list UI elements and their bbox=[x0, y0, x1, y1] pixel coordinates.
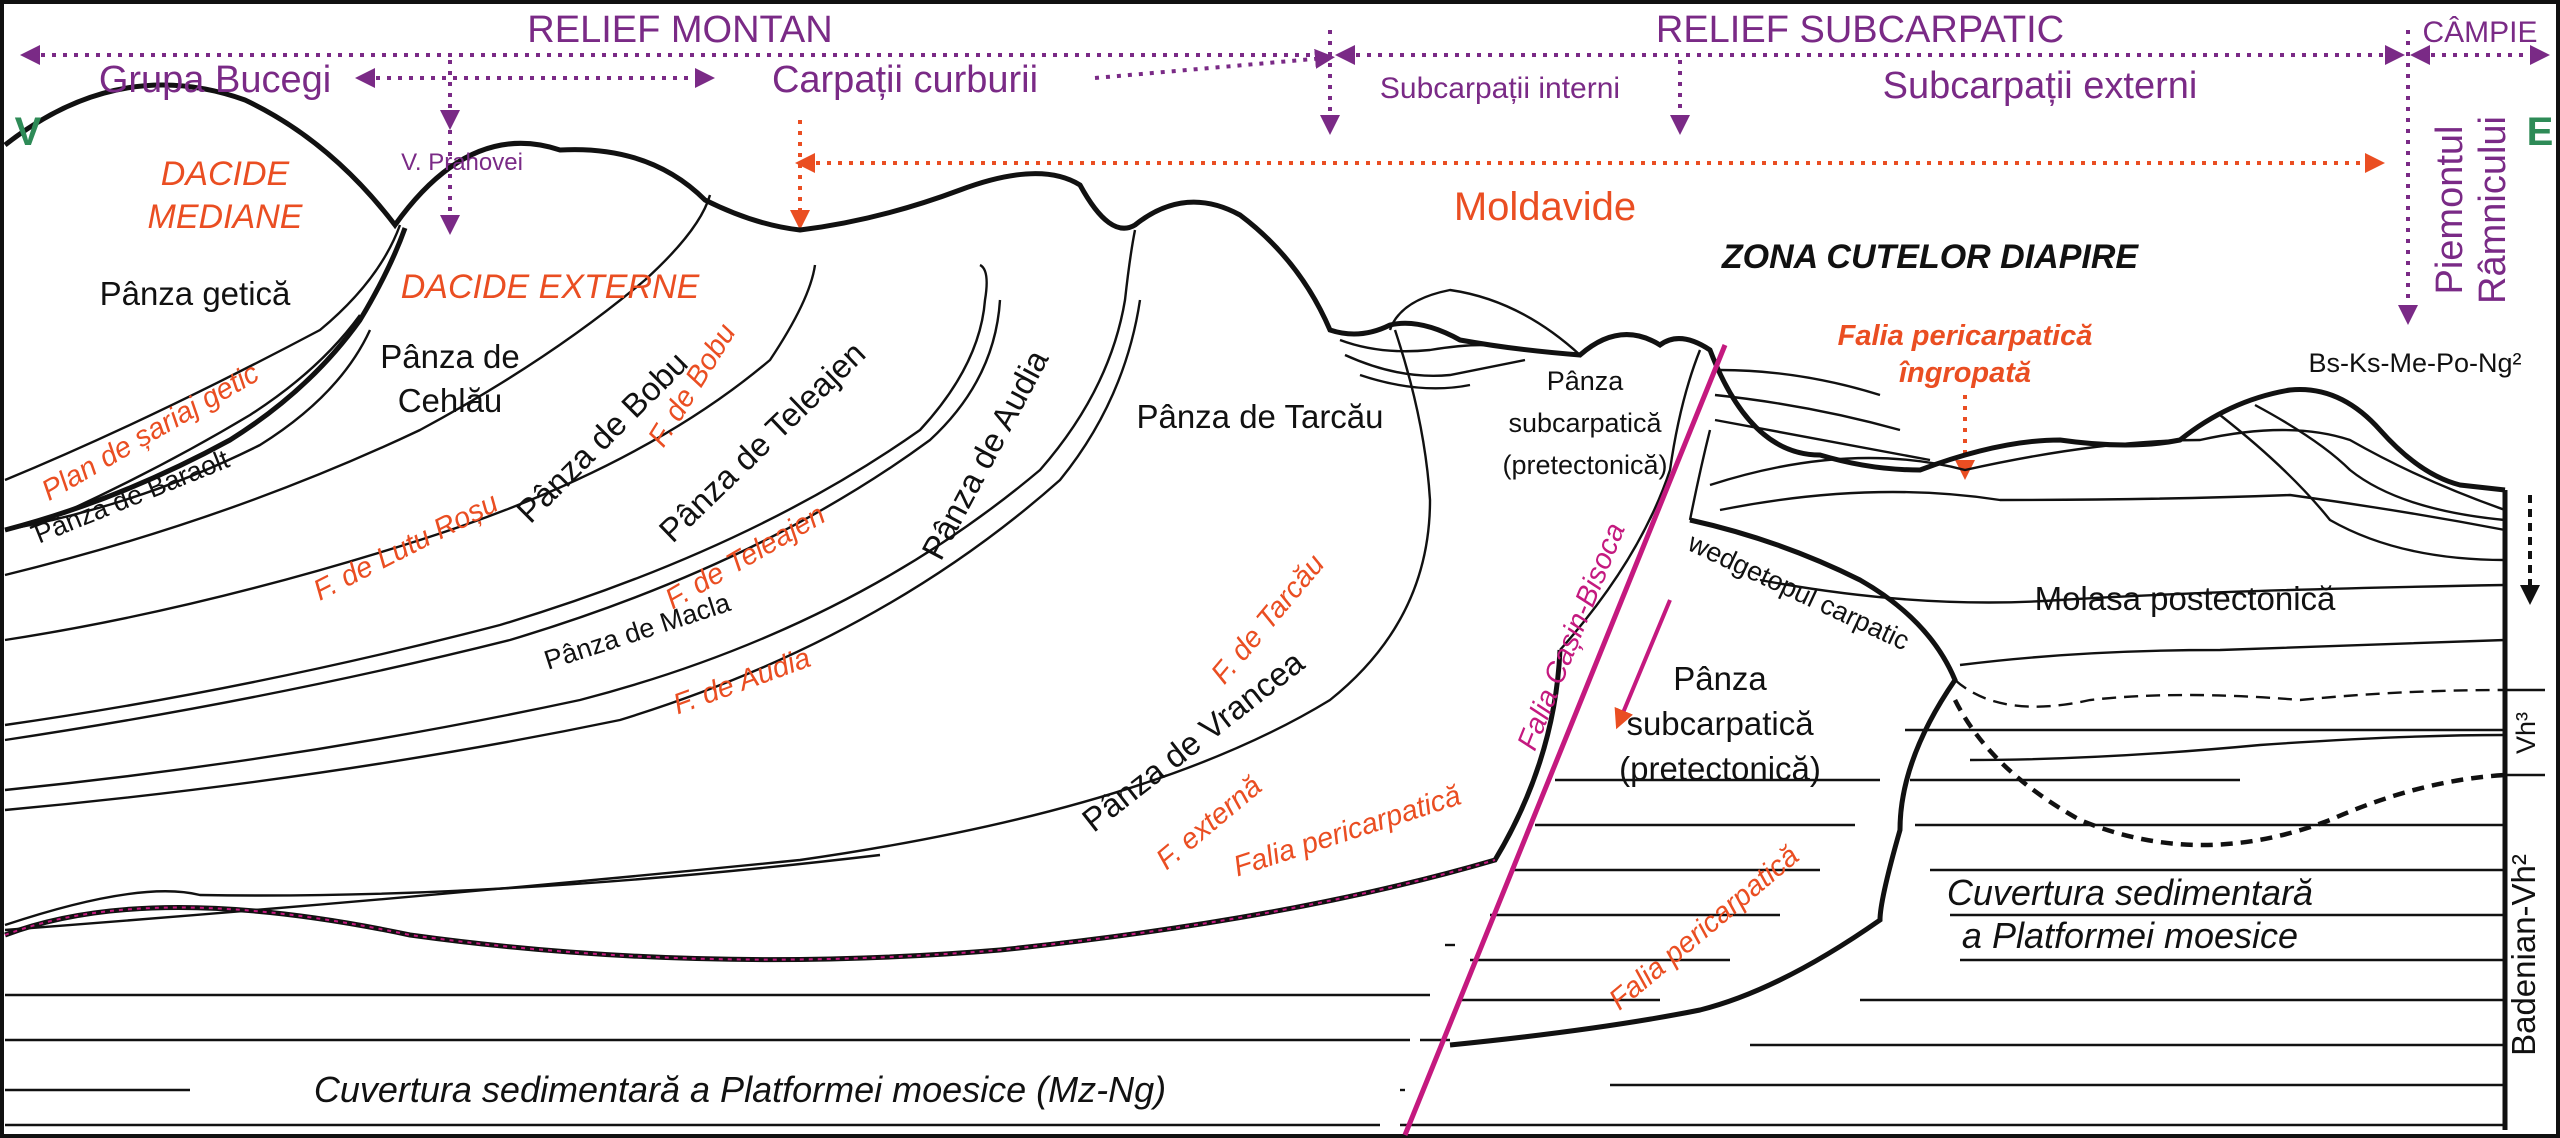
panza-subcarp-low-line2: subcarpatică bbox=[1626, 705, 1814, 742]
panza-subcarp-top-line2: subcarpatică bbox=[1508, 408, 1662, 438]
subcarpatii-interni-label: Subcarpații interni bbox=[1380, 72, 1620, 105]
casin-bisoca-fault bbox=[5, 345, 1725, 1135]
stratigraphy-label: Bs-Ks-Me-Po-Ng² bbox=[2308, 348, 2521, 378]
f-audia-label: F. de Audia bbox=[669, 642, 815, 721]
panza-cehlau-line2: Cehlău bbox=[398, 382, 503, 419]
carpatii-curburii-label: Carpații curburii bbox=[772, 59, 1038, 101]
falia-pericarpatica-right-label: Falia pericarpatică bbox=[1603, 840, 1805, 1017]
panza-subcarp-top-line1: Pânza bbox=[1547, 366, 1625, 396]
panza-tarcau-label: Pânza de Tarcău bbox=[1136, 398, 1383, 435]
cuvertura-right-line1: Cuvertura sedimentară bbox=[1947, 872, 2313, 913]
cuvertura-left-label: Cuvertura sedimentară a Platformei moesi… bbox=[314, 1069, 1166, 1110]
moldavide-label: Moldavide bbox=[1454, 185, 1636, 229]
grupa-bucegi-label: Grupa Bucegi bbox=[99, 59, 331, 101]
piemontul-label: Piemontul bbox=[2429, 126, 2471, 295]
east-label: E bbox=[2527, 110, 2554, 154]
badenian-label: Badenian-Vh² bbox=[2505, 854, 2542, 1056]
panza-subcarp-top-line3: (pretectonică) bbox=[1502, 450, 1667, 480]
ramnicului-label: Râmnicului bbox=[2472, 116, 2514, 304]
dacide-externe-label: DACIDE EXTERNE bbox=[401, 268, 700, 306]
panza-subcarp-low-line1: Pânza bbox=[1673, 660, 1767, 697]
dacide-mediane-line1: DACIDE bbox=[161, 155, 290, 193]
f-lutu-rosu-label: F. de Lutu Roșu bbox=[308, 487, 503, 607]
panza-subcarp-low-line3: (pretectonică) bbox=[1619, 750, 1821, 787]
unit-labels: Pânza getică Pânza de Baraolt Pânza de C… bbox=[30, 275, 2542, 1110]
panza-vrancea-label: Pânza de Vrancea bbox=[1075, 643, 1311, 839]
falia-ingropata-line1: Falia pericarpatică bbox=[1838, 320, 2093, 352]
panza-macla-label: Pânza de Macla bbox=[541, 587, 735, 676]
falia-ingropata-line2: îngropată bbox=[1899, 357, 2031, 389]
vh3-label: Vh³ bbox=[2511, 712, 2541, 754]
relief-montan-label: RELIEF MONTAN bbox=[527, 9, 832, 51]
molasa-label: Molasa postectonică bbox=[2035, 580, 2336, 617]
zona-cutelor-label: ZONA CUTELOR DIAPIRE bbox=[1721, 238, 2140, 276]
subcarpatii-externi-label: Subcarpații externi bbox=[1883, 65, 2198, 107]
v-prahovei-label: V. Prahovei bbox=[401, 149, 523, 176]
panza-getica-label: Pânza getică bbox=[100, 275, 291, 312]
campie-label: CÂMPIE bbox=[2422, 16, 2537, 49]
panza-cehlau-line1: Pânza de bbox=[380, 338, 519, 375]
panza-audia-label: Pânza de Audia bbox=[914, 343, 1056, 565]
relief-subcarpatic-label: RELIEF SUBCARPATIC bbox=[1656, 9, 2064, 51]
cuvertura-right-line2: a Platformei moesice bbox=[1962, 915, 2298, 956]
west-label: V bbox=[15, 110, 42, 154]
dacide-mediane-line2: MEDIANE bbox=[148, 198, 303, 236]
